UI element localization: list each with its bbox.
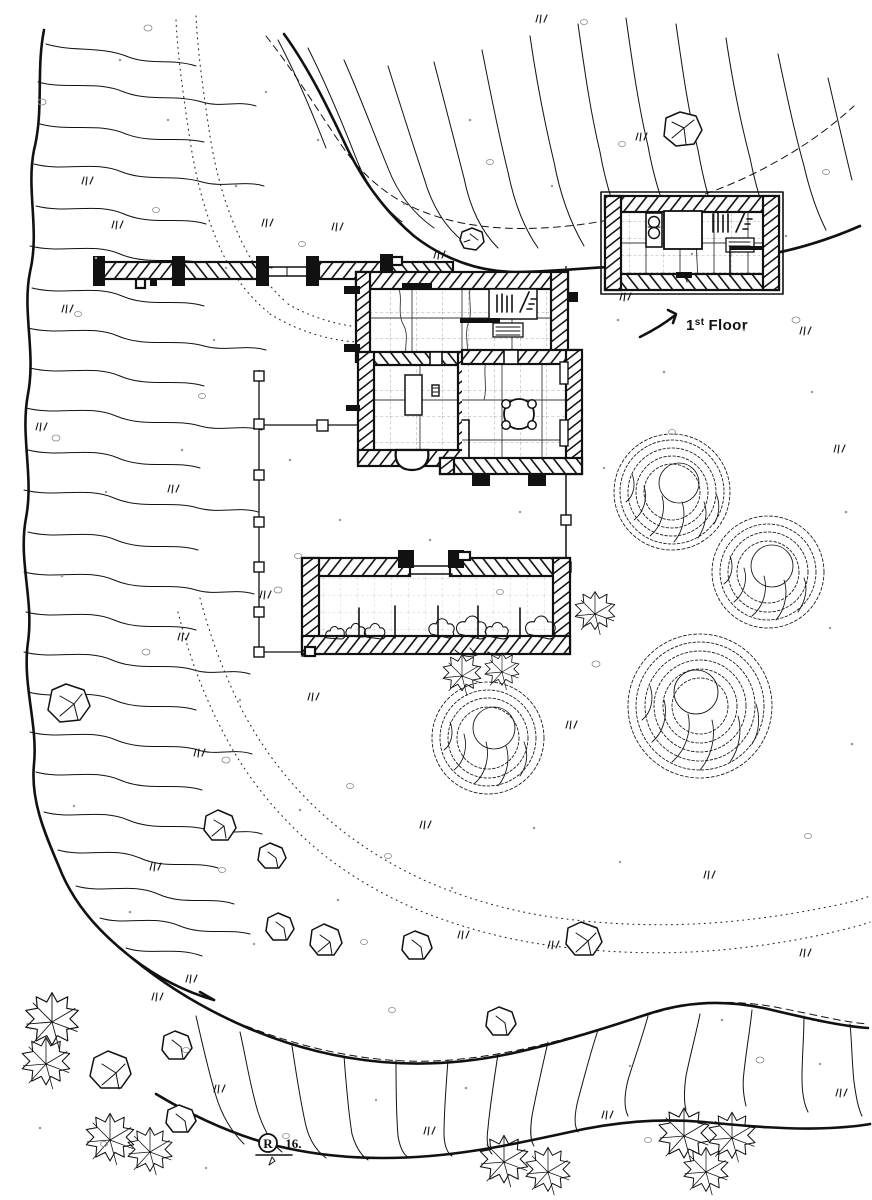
signature-monogram: R xyxy=(263,1136,273,1151)
tree-canopy xyxy=(627,633,773,779)
boulder xyxy=(485,1006,517,1036)
bush xyxy=(85,1112,135,1166)
tree-canopy xyxy=(613,433,731,551)
dotted-trail-north xyxy=(175,15,369,343)
fence-post xyxy=(316,419,329,432)
room-great-hall xyxy=(354,270,570,376)
signature-monogram-circle xyxy=(258,1133,278,1153)
bush xyxy=(127,1126,173,1176)
bush xyxy=(479,1134,529,1188)
boulder xyxy=(309,923,343,956)
well-feature xyxy=(501,398,537,430)
signature-flourish xyxy=(268,1156,276,1166)
west-cliff-escarpment xyxy=(22,28,273,1002)
boulder xyxy=(203,809,237,841)
room-east-chamber xyxy=(438,348,584,486)
main-building xyxy=(344,270,584,486)
bush xyxy=(484,652,520,691)
room-north-chamber xyxy=(346,350,474,472)
fence-post xyxy=(253,606,265,618)
tree-canopy xyxy=(431,681,545,795)
bush xyxy=(442,654,482,697)
artist-signature: R .16. xyxy=(255,1133,302,1166)
boulder xyxy=(89,1050,132,1090)
bush xyxy=(683,1146,729,1196)
fence-post xyxy=(253,516,265,528)
boulder xyxy=(459,227,485,251)
boulder xyxy=(47,683,91,723)
fence-post xyxy=(253,418,265,430)
stable-outbuilding xyxy=(300,550,572,658)
bush xyxy=(708,1111,756,1163)
starburst-bushes xyxy=(21,591,756,1196)
fence-post xyxy=(253,561,265,573)
annotation-arrow-shaft xyxy=(638,314,676,339)
boulder xyxy=(663,111,703,147)
bush xyxy=(658,1107,710,1163)
boulder xyxy=(265,912,295,941)
dotted-trail-south xyxy=(177,597,871,954)
tree-canopy xyxy=(711,515,825,629)
boulder xyxy=(565,921,603,956)
boulders xyxy=(47,111,703,1133)
bush xyxy=(21,1036,71,1090)
stall-dividers xyxy=(358,605,521,639)
fence-post xyxy=(253,370,265,382)
fireplace-great-hall xyxy=(488,288,538,338)
grass-tufts xyxy=(35,14,848,1136)
bush xyxy=(525,1146,571,1196)
tree-cluster-east xyxy=(431,433,825,795)
fence-post xyxy=(253,646,265,658)
signature-year: .16. xyxy=(282,1136,302,1151)
annotation-arrow-head xyxy=(666,308,678,325)
spiral-staircase xyxy=(645,212,663,248)
first-floor-inset-plan xyxy=(600,191,784,295)
boulder xyxy=(165,1104,197,1133)
south-escarpment xyxy=(130,956,872,1161)
table-furniture xyxy=(404,374,423,416)
bush xyxy=(574,591,616,636)
stable-shrubs xyxy=(325,615,556,657)
boulder xyxy=(257,842,287,869)
boulder xyxy=(401,930,433,960)
boulder xyxy=(161,1030,193,1060)
fence-post xyxy=(253,469,265,481)
fence-post xyxy=(560,514,572,526)
pebble-stipple xyxy=(37,18,854,1170)
